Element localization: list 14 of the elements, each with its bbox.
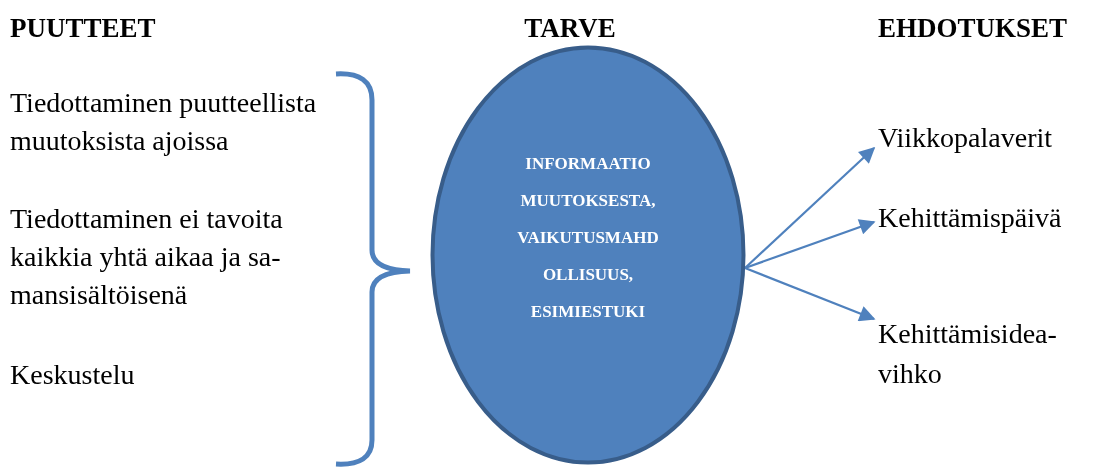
arrow — [744, 266, 876, 322]
list-item: Tiedottaminen puutteellista muutoksista ajoissa — [10, 86, 318, 158]
list-item: Tiedottaminen ei tavoita kaikkia yhtä aikaa ja sa- mansisältöisenä — [10, 202, 284, 312]
heading: EHDOTUKSET — [878, 13, 1068, 43]
heading: PUUTTEET — [10, 13, 156, 43]
suggestion-text: Kehittämispäivä — [878, 198, 1108, 238]
list-item: Keskustelu — [10, 358, 135, 392]
heading: TARVE — [523, 13, 617, 43]
suggestion-text: Viikkopalaverit — [878, 118, 1108, 158]
suggestion-text: Kehittämisidea- vihko — [878, 314, 1063, 394]
arrow — [744, 219, 876, 270]
ellipse-text: INFORMAATIO MUUTOKSESTA, VAIKUTUSMAHD OLLISUUS, ESIMIESTUKI — [516, 152, 660, 323]
arrow — [744, 146, 876, 269]
need-ellipse — [430, 45, 746, 465]
